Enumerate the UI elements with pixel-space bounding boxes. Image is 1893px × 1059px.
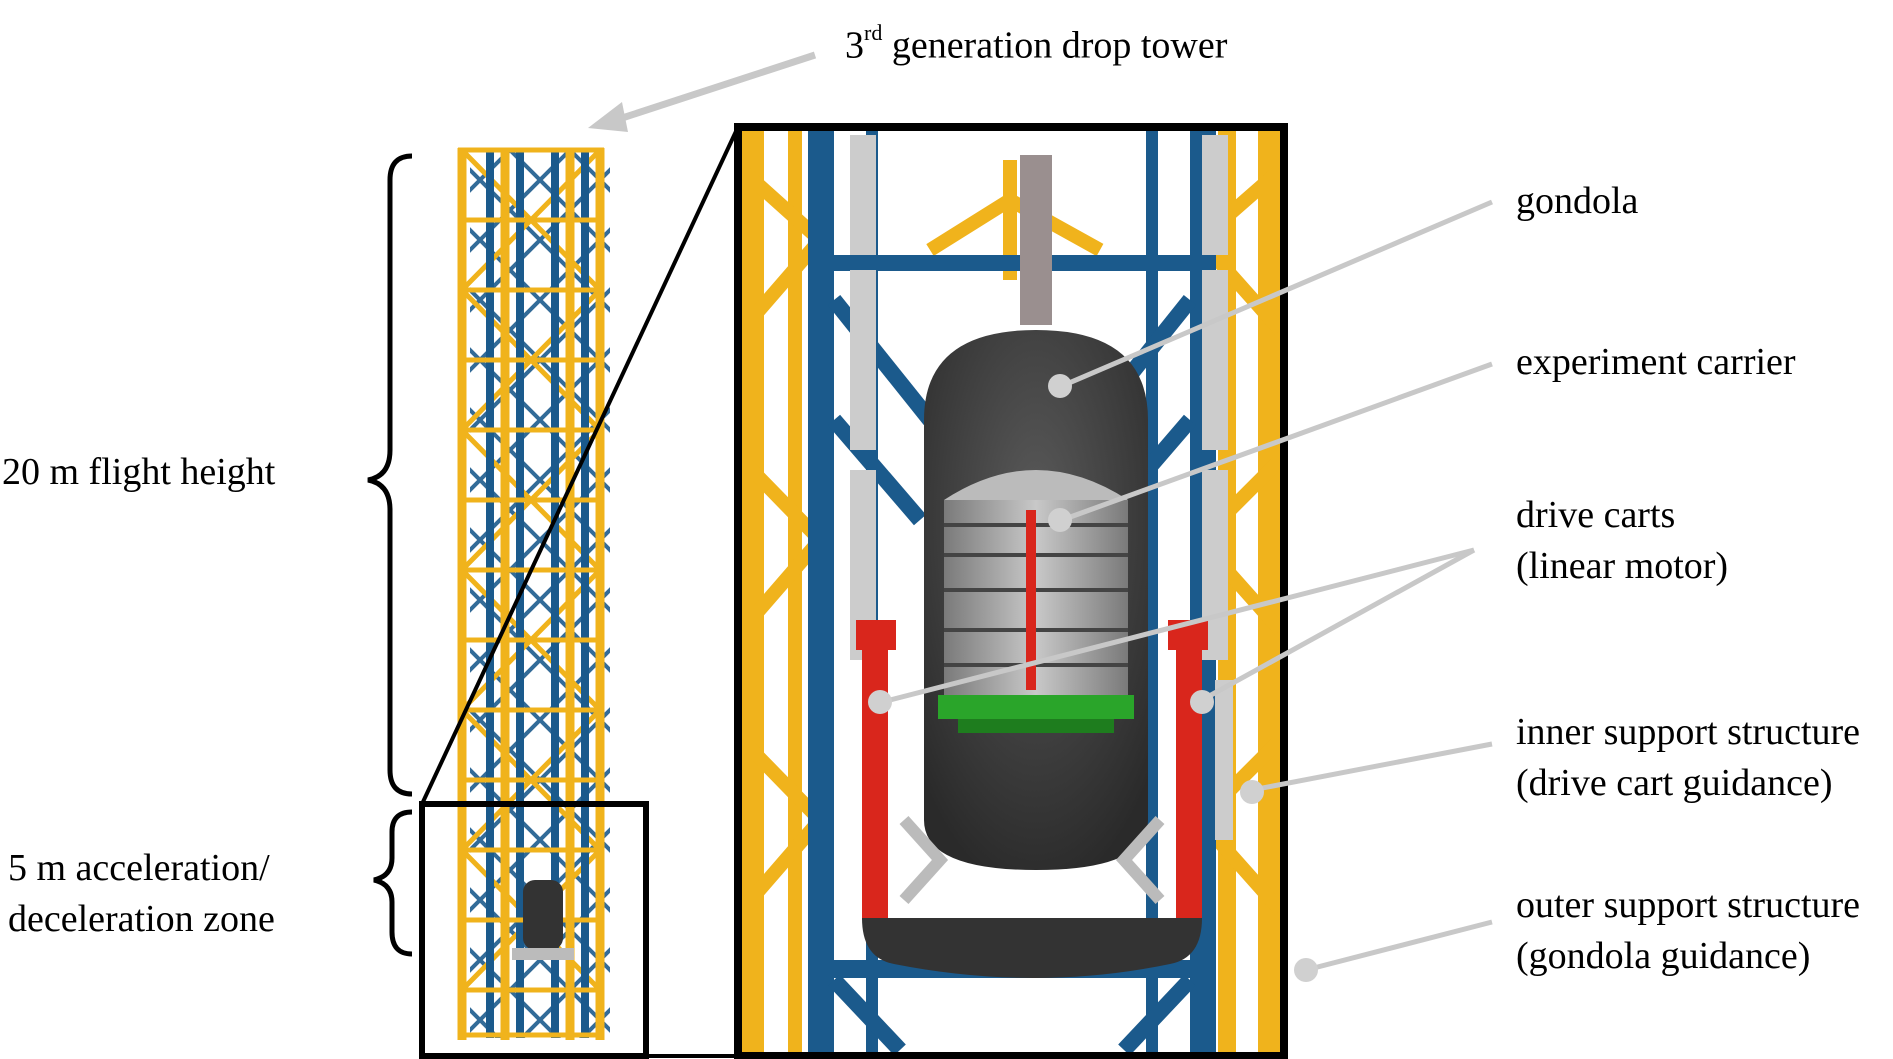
drive-carts-label-line1: drive carts <box>1516 494 1676 536</box>
zoom-source-box <box>419 801 649 1059</box>
gondola-label: gondola <box>1516 180 1639 222</box>
title-suffix: rd <box>864 20 883 45</box>
experiment-carrier-label: experiment carrier <box>1516 341 1796 383</box>
outer-support-label-line2: (gondola guidance) <box>1516 935 1811 977</box>
acceleration-label-line1: 5 m acceleration/ <box>8 847 270 889</box>
dot-experiment-carrier <box>1048 508 1072 532</box>
small-gondola <box>523 880 563 950</box>
dot-inner-support <box>1240 780 1264 804</box>
outer-support-label-line1: outer support structure <box>1516 884 1861 926</box>
lower-brackets <box>899 815 1165 905</box>
experiment-carrier-spine <box>1026 510 1036 690</box>
gondola-hanger <box>1020 155 1052 325</box>
small-tower <box>457 147 610 1040</box>
callout-dots <box>868 374 1318 982</box>
small-carrier <box>512 948 574 960</box>
callout-experiment-carrier <box>1061 361 1493 523</box>
gondola-bottom-plate <box>862 918 1202 978</box>
figure-title: 3rd generation drop tower <box>845 12 1227 71</box>
callout-outer-support <box>1305 919 1493 973</box>
small-tower-yellow-columns <box>457 148 605 1040</box>
dot-drive-cart-left <box>868 690 892 714</box>
zoom-detail-frame <box>734 123 1288 1059</box>
zoom-connector-top <box>420 126 740 805</box>
title-number: 3 <box>845 24 864 67</box>
acceleration-label-line2: deceleration zone <box>8 898 275 940</box>
zoom-detail <box>738 127 1284 1056</box>
title-arrow-head <box>588 102 628 132</box>
dot-gondola <box>1048 374 1072 398</box>
guidance-rails <box>850 135 1233 840</box>
inner-support-label-line2: (drive cart guidance) <box>1516 762 1833 804</box>
callout-lines <box>889 199 1493 973</box>
callout-gondola <box>1061 199 1493 389</box>
inner-support-label-line1: inner support structure <box>1516 711 1861 753</box>
flight-height-brace <box>367 153 413 797</box>
title-arrow-line <box>608 51 817 126</box>
callout-drive-cart-right <box>1200 547 1476 703</box>
drive-carts-label-line2: (linear motor) <box>1516 545 1729 587</box>
acceleration-zone-brace <box>373 809 413 957</box>
title-text: generation drop tower <box>891 24 1228 67</box>
dot-drive-cart-right <box>1190 690 1214 714</box>
callout-inner-support <box>1251 741 1493 793</box>
callout-drive-cart-left <box>889 547 1475 703</box>
dot-outer-support <box>1294 958 1318 982</box>
flight-height-label: 20 m flight height <box>2 451 276 493</box>
experiment-carrier-base <box>938 695 1134 719</box>
experiment-carrier-dome <box>944 470 1128 500</box>
